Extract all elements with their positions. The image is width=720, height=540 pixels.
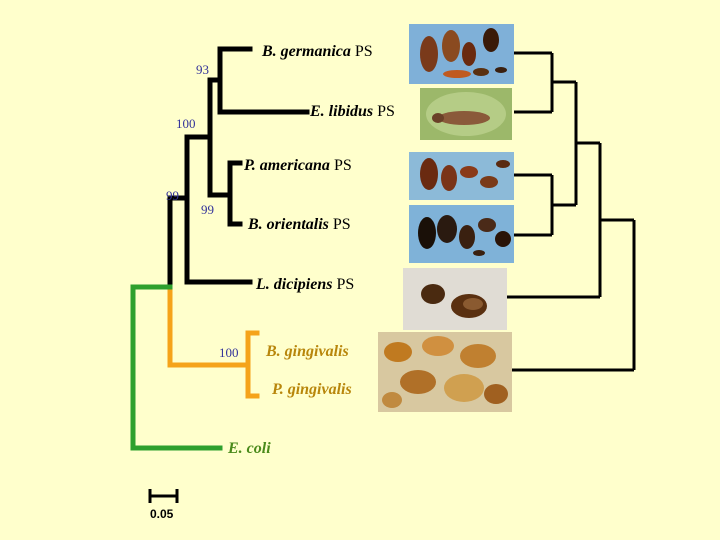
photo-gingivalis [378, 332, 512, 412]
taxon-name: B. gingivalis [266, 343, 349, 360]
scale-bar-label: 0.05 [150, 507, 173, 521]
taxon-name: P. gingivalis [272, 381, 352, 398]
bootstrap-100-bacteroides: 100 [219, 345, 239, 361]
photo-b-orientalis [409, 205, 514, 263]
label-b-orientalis: B. orientalis PS [248, 216, 351, 234]
photo-p-americana [409, 152, 514, 200]
photo-b-germanica [409, 24, 514, 84]
photo-e-libidus [420, 88, 512, 140]
taxon-suffix: PS [351, 43, 373, 60]
taxon-suffix: PS [373, 103, 395, 120]
taxon-suffix: PS [330, 157, 352, 174]
label-p-americana: P. americana PS [244, 157, 352, 175]
taxon-name: E. coli [228, 440, 271, 457]
label-l-dicipiens: L. dicipiens PS [256, 276, 354, 294]
label-p-gingivalis: P. gingivalis [272, 381, 352, 399]
bootstrap-99-outer: 99 [166, 188, 179, 204]
taxon-name: B. orientalis [248, 216, 329, 233]
taxon-name: L. dicipiens [256, 276, 332, 293]
label-b-germanica: B. germanica PS [262, 43, 373, 61]
taxon-suffix: PS [329, 216, 351, 233]
taxon-name: B. germanica [262, 43, 351, 60]
label-b-gingivalis: B. gingivalis [266, 343, 349, 361]
photo-l-dicipiens [403, 268, 507, 330]
bootstrap-93: 93 [196, 62, 209, 78]
bootstrap-100-cockroach: 100 [176, 116, 196, 132]
taxon-suffix: PS [332, 276, 354, 293]
taxon-name: P. americana [244, 157, 330, 174]
label-e-coli: E. coli [228, 440, 271, 458]
bootstrap-99-inner: 99 [201, 202, 214, 218]
taxon-name: E. libidus [310, 103, 373, 120]
label-e-libidus: E. libidus PS [310, 103, 395, 121]
